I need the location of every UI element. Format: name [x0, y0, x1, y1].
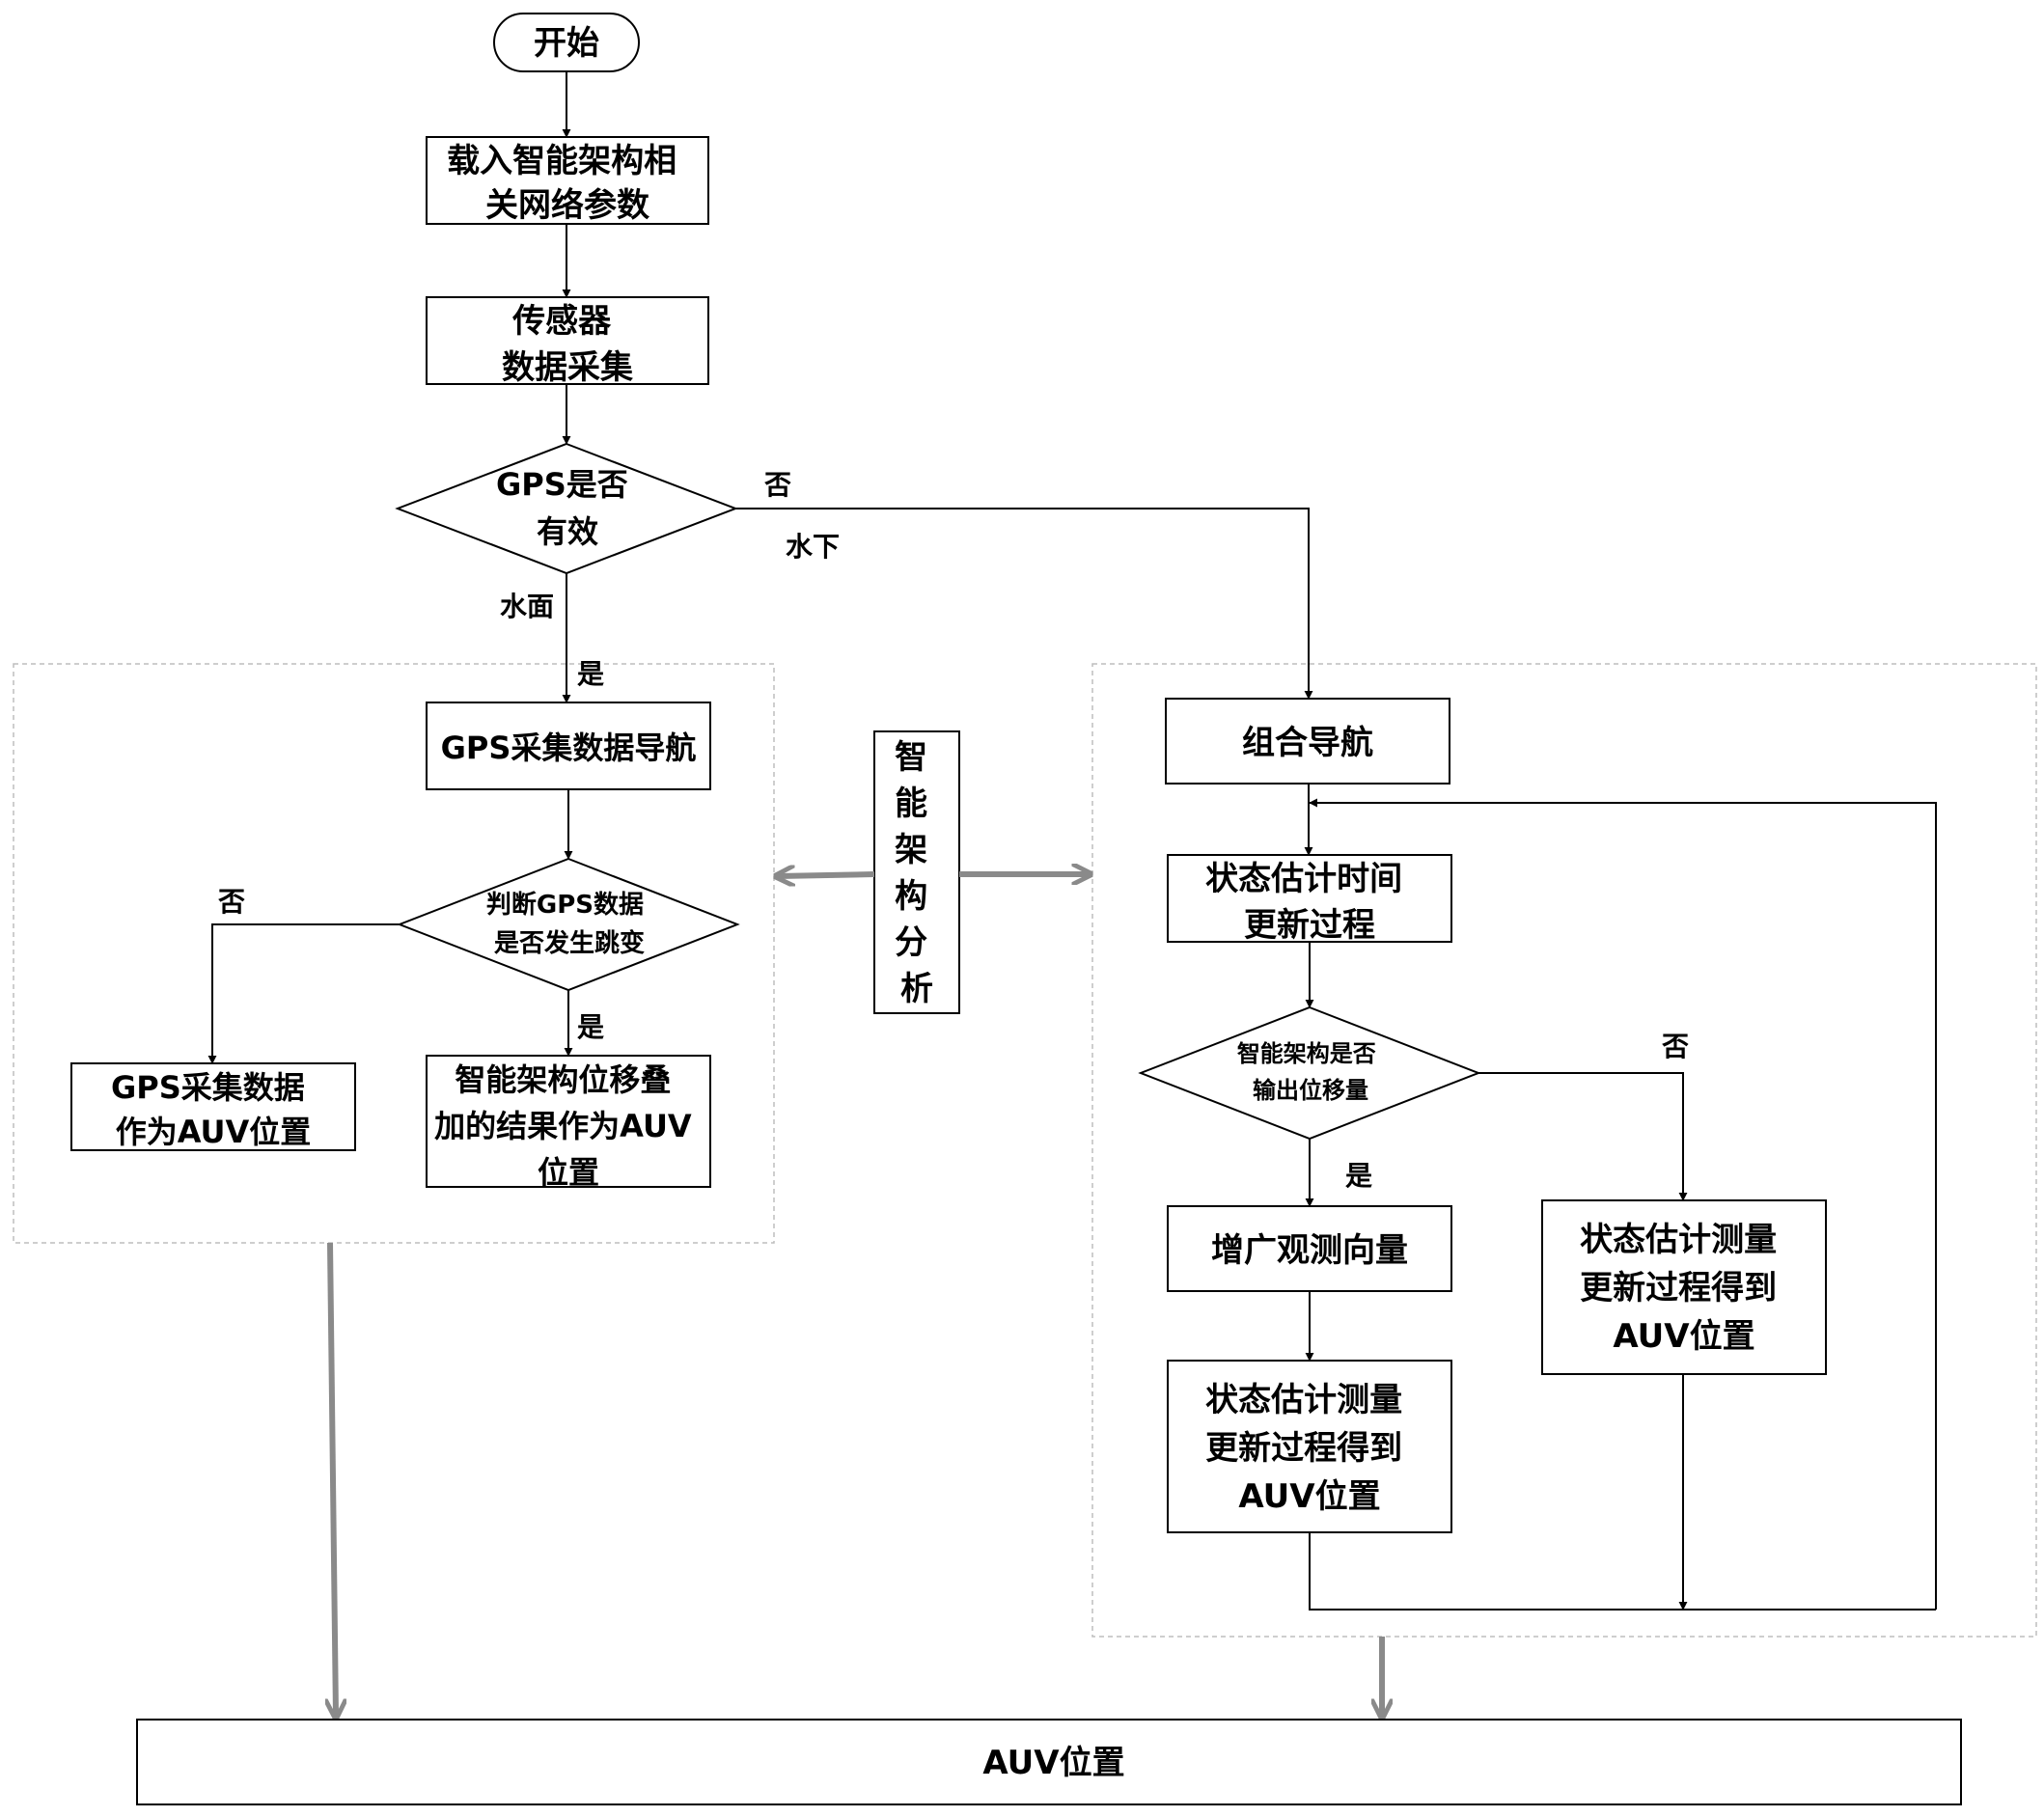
arrow-analysis-to-surface-group [778, 874, 874, 876]
smart-output-decision [1141, 1007, 1478, 1139]
label-jump-yes: 是 [577, 1011, 604, 1043]
label-underwater: 水下 [786, 531, 840, 563]
gps-jump-decision [400, 859, 737, 990]
gps-valid-decision [398, 444, 735, 573]
label-surface: 水面 [500, 591, 554, 622]
arrow-surface-group-to-auv [330, 1243, 336, 1716]
gps-nav-label: GPS采集数据导航 [441, 730, 697, 766]
label-gps-no: 否 [764, 469, 791, 501]
label-output-no: 否 [1662, 1031, 1689, 1062]
start-label: 开始 [534, 24, 599, 63]
edge-output-to-meas-right [1478, 1073, 1683, 1200]
combined-nav-label: 组合导航 [1242, 724, 1373, 762]
edge-meas-left-loop [1310, 1532, 1936, 1610]
label-output-yes: 是 [1345, 1160, 1372, 1192]
auv-position-label: AUV位置 [982, 1744, 1124, 1782]
edge-jump-to-gps-as-auv [212, 924, 400, 1063]
label-jump-no: 否 [218, 886, 245, 918]
label-gps-yes: 是 [577, 658, 604, 690]
augment-label: 增广观测向量 [1211, 1231, 1408, 1270]
